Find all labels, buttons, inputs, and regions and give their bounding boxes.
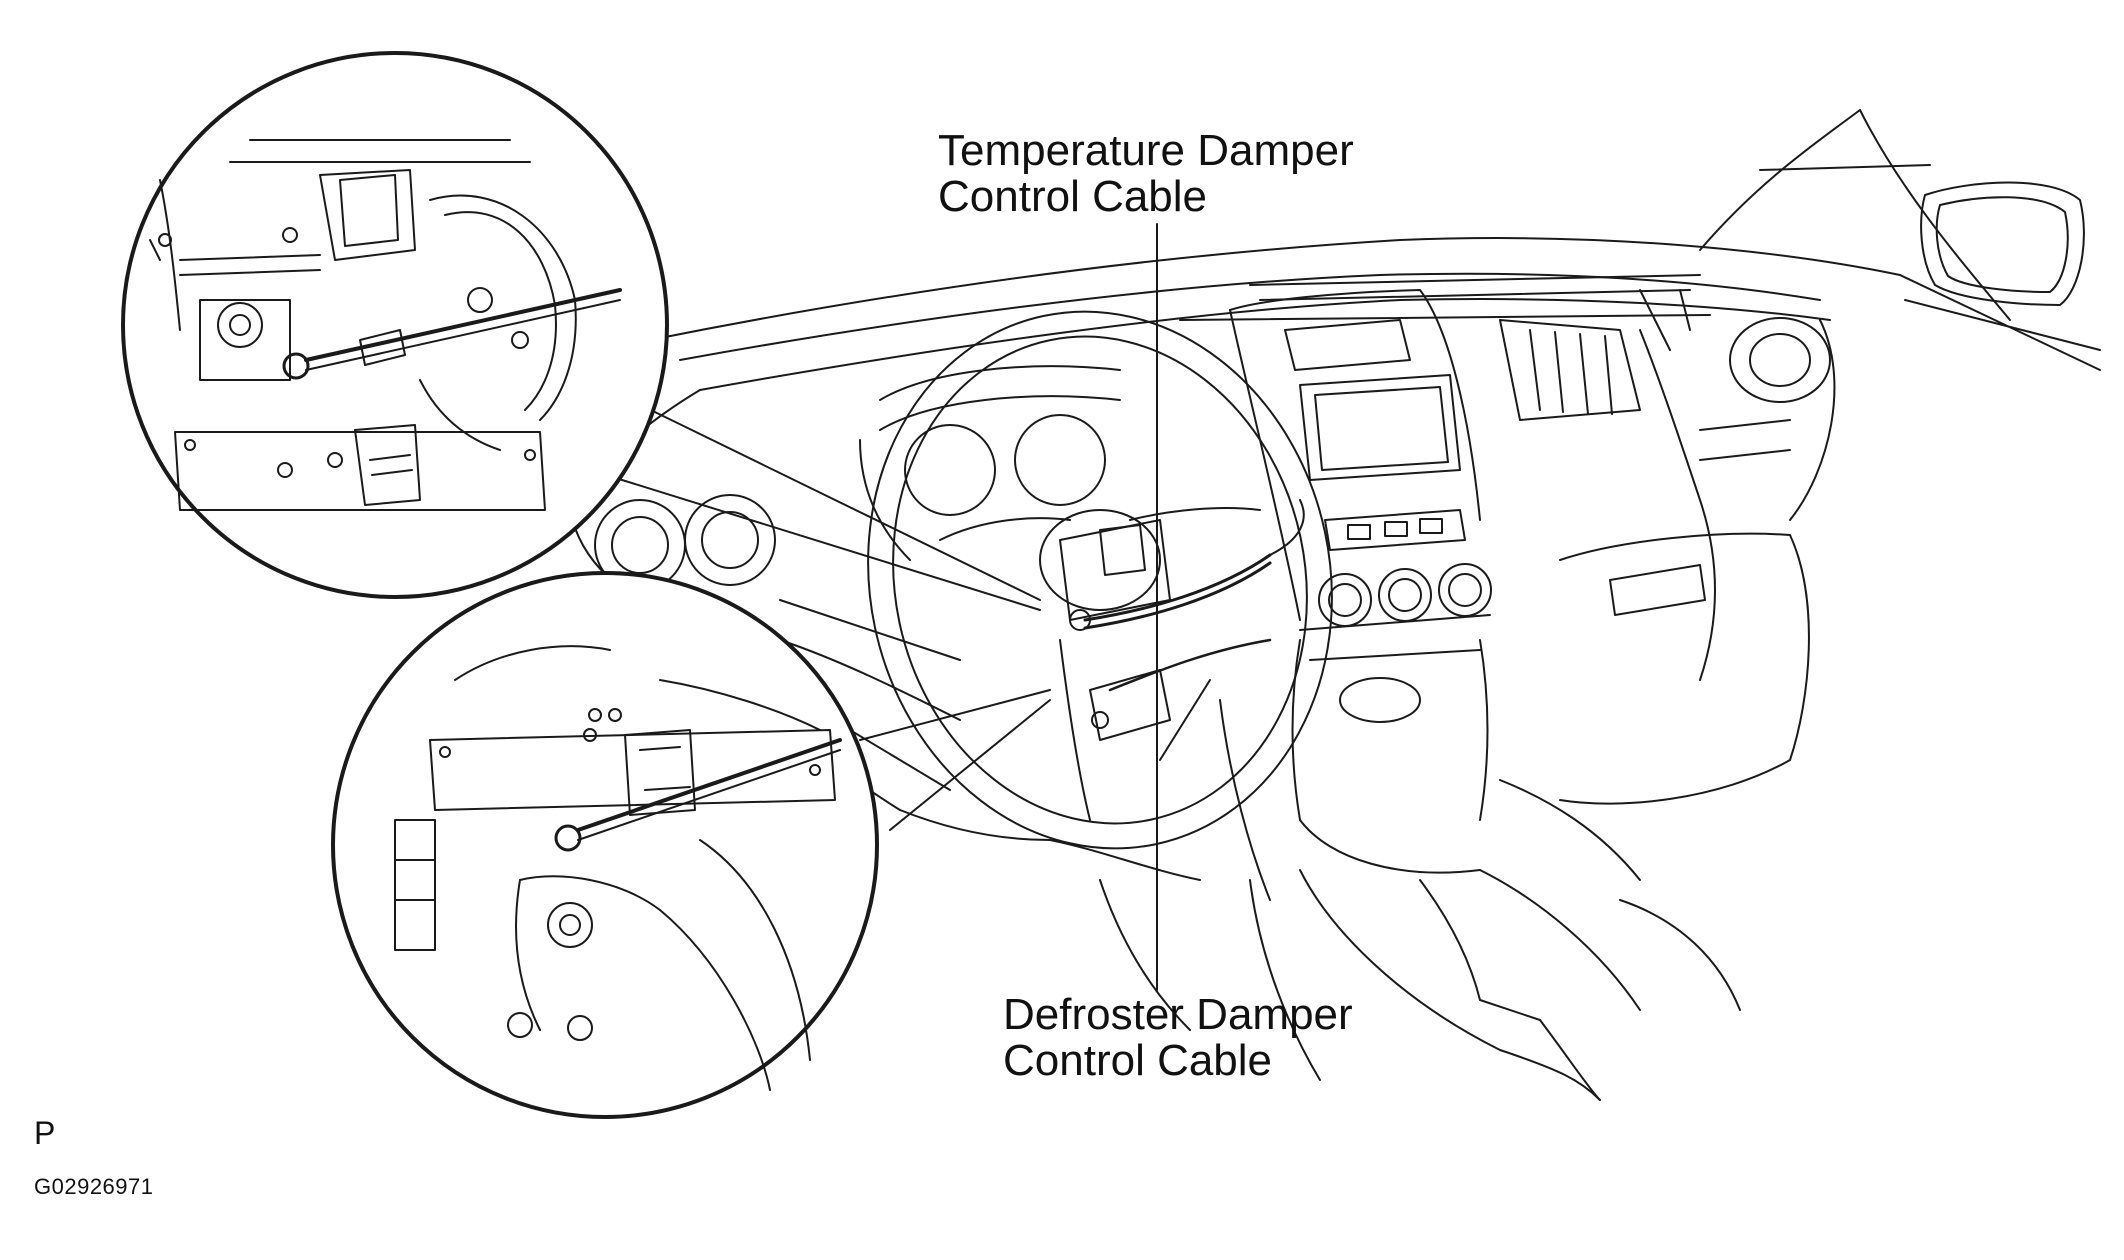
- defroster-label-line-1: Defroster Damper: [1003, 990, 1353, 1039]
- detail-circle-defroster: [333, 573, 877, 1117]
- callout-wedge-upper: [590, 395, 1040, 610]
- view-code: P: [34, 1115, 56, 1151]
- damper-module: [1060, 520, 1170, 740]
- figure-id: G02926971: [34, 1174, 154, 1199]
- windshield-outline: [650, 110, 2100, 370]
- instrument-cluster: [860, 366, 1120, 560]
- detail-circle-temperature: [123, 53, 667, 597]
- defroster-leader-line: [1160, 680, 1210, 760]
- defroster-damper-cable-label: Defroster Damper Control Cable: [1003, 992, 1353, 1084]
- floor-console: [1220, 700, 1740, 1100]
- center-stack: [1230, 290, 1491, 873]
- temperature-label-line-1: Temperature Damper: [938, 126, 1354, 175]
- side-mirror: [1921, 183, 2084, 306]
- callout-wedge-lower: [860, 690, 1050, 830]
- control-cables: [1085, 500, 1304, 690]
- temperature-damper-cable-label: Temperature Damper Control Cable: [938, 128, 1354, 220]
- defroster-label-line-2: Control Cable: [1003, 1036, 1273, 1085]
- steering-wheel: [819, 268, 1381, 892]
- dashboard-body: [680, 274, 1834, 804]
- temperature-label-line-2: Control Cable: [938, 172, 1208, 221]
